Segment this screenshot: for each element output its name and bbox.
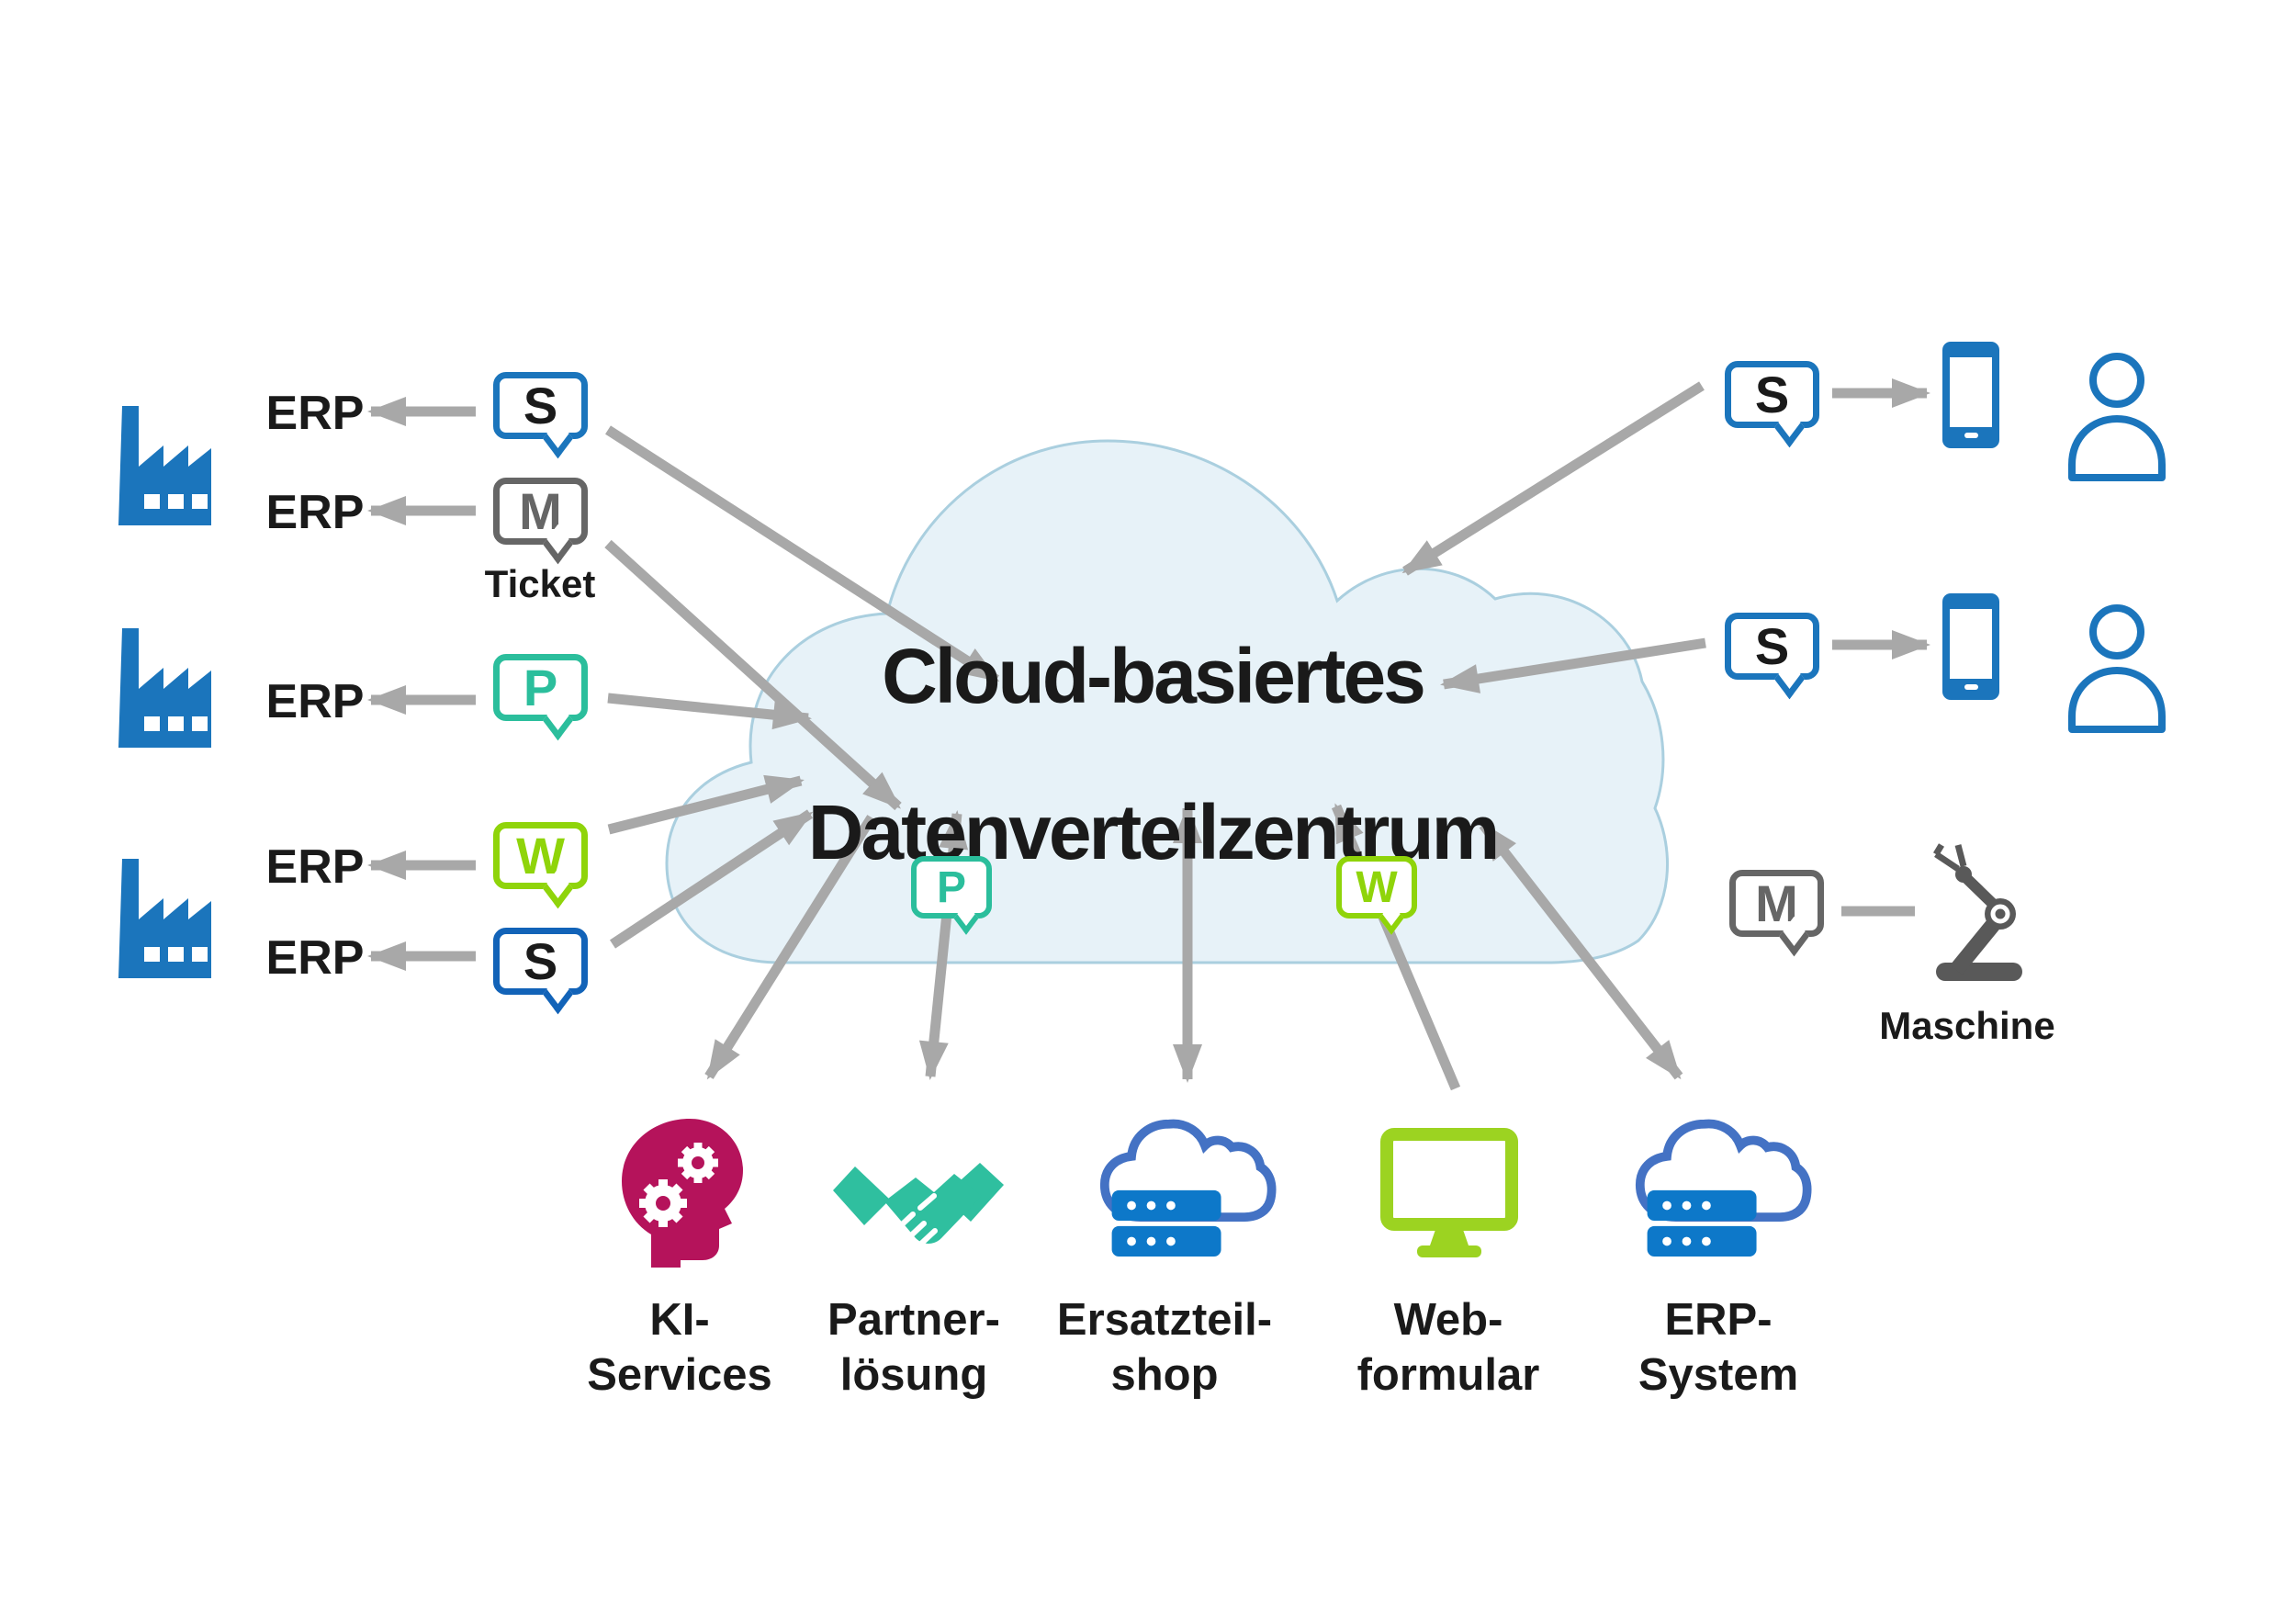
speech-bubble-cloud-p: P — [911, 856, 992, 919]
bubble-letter: P — [936, 862, 966, 912]
arrow-sright2-to-cloud — [1440, 637, 1706, 693]
speech-bubble-right-s1: S — [1725, 361, 1819, 428]
label-line: Partner- — [827, 1295, 1000, 1345]
machine-label: Maschine — [1879, 1004, 2055, 1047]
speech-bubble-right-m: M — [1729, 870, 1824, 937]
arrow-cloud-webform — [1331, 803, 1461, 1091]
bubble-letter: M — [519, 482, 562, 540]
cloud-server-icon — [1097, 1110, 1277, 1264]
bubble-letter: S — [1754, 366, 1790, 423]
arrow-m-to-cloud — [604, 539, 902, 811]
user-icon — [2065, 601, 2170, 733]
label-line: System — [1638, 1350, 1799, 1400]
label-line: shop — [1110, 1350, 1219, 1400]
speech-bubble-w: W — [493, 822, 588, 889]
speech-bubble-p: P — [493, 654, 588, 721]
cloud-server-icon — [1633, 1110, 1812, 1264]
bubble-letter: S — [1754, 617, 1790, 675]
factory-icon — [107, 397, 218, 525]
label-line: formular — [1356, 1350, 1540, 1400]
erp-label-4: ERP — [265, 840, 365, 894]
smartphone-icon — [1942, 593, 1999, 700]
speech-bubble-right-s2: S — [1725, 613, 1819, 680]
label-line: Web- — [1393, 1295, 1503, 1345]
cloud-title-line2: Datenverteilzentrum — [807, 789, 1501, 875]
cloud-title-line1: Cloud-basiertes — [882, 633, 1426, 719]
label-line: lösung — [839, 1350, 988, 1400]
robot-arm-icon — [1929, 843, 2030, 983]
speech-bubble-cloud-w: W — [1336, 856, 1417, 919]
bubble-letter: W — [1356, 862, 1398, 912]
arrow-cloud-to-ki — [704, 815, 876, 1080]
erp-label-3: ERP — [265, 675, 365, 728]
label-ki-services: KI- Services — [523, 1292, 836, 1403]
bubble-letter: M — [1755, 874, 1798, 932]
monitor-icon — [1380, 1128, 1518, 1258]
bubble-letter: S — [523, 932, 558, 990]
label-web-formular: Web- formular — [1292, 1292, 1604, 1403]
bubble-letter: P — [523, 659, 558, 716]
erp-label-1: ERP — [265, 387, 365, 440]
smartphone-icon — [1942, 342, 1999, 448]
bubble-letter: W — [516, 827, 565, 885]
ticket-caption: Ticket — [484, 562, 596, 605]
arrow-w-to-cloud — [607, 774, 805, 835]
arrow-cloud-erpsystem — [1479, 821, 1683, 1080]
user-icon — [2065, 349, 2170, 481]
bubble-letter: S — [523, 377, 558, 434]
arrow-s2-to-cloud — [609, 809, 814, 949]
factory-icon — [107, 619, 218, 748]
label-erp-system: ERP- System — [1562, 1292, 1874, 1403]
erp-label-5: ERP — [265, 931, 365, 985]
ai-head-icon — [611, 1111, 748, 1268]
erp-label-2: ERP — [265, 486, 365, 539]
handshake-icon — [831, 1148, 1006, 1272]
arrow-s1-to-cloud — [605, 425, 1000, 684]
label-line: KI- — [649, 1295, 710, 1345]
arrow-sright1-to-cloud — [1401, 381, 1705, 576]
arrow-p-to-cloud — [607, 693, 812, 730]
label-line: Ersatzteil- — [1056, 1295, 1273, 1345]
speech-bubble-s2: S — [493, 928, 588, 995]
label-ersatzteil-shop: Ersatzteil- shop — [1008, 1292, 1321, 1403]
label-partner-loesung: Partner- lösung — [758, 1292, 1070, 1403]
label-line: Services — [587, 1350, 772, 1400]
label-line: ERP- — [1664, 1295, 1773, 1345]
speech-bubble-s1: S — [493, 372, 588, 439]
speech-bubble-m: M — [493, 478, 588, 545]
factory-icon — [107, 850, 218, 978]
